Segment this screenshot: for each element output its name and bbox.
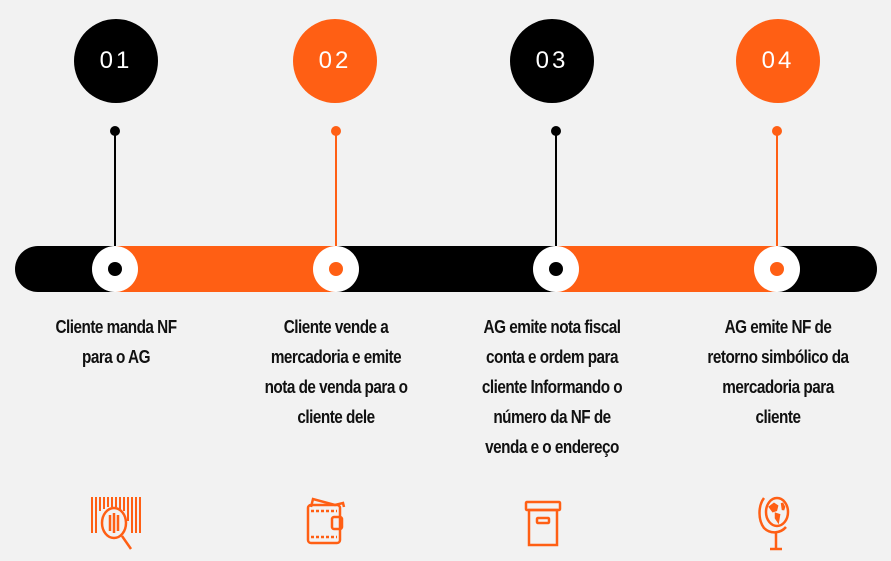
connector-dot (331, 126, 341, 136)
timeline-segment (556, 246, 777, 292)
timeline-bar (15, 246, 877, 292)
barcode-search-icon (86, 495, 146, 551)
step-description: Cliente manda NF para o AG (55, 317, 177, 367)
connector-line (335, 131, 337, 269)
connector-line (555, 131, 557, 269)
step-number-badge: 02 (293, 19, 377, 103)
step-number-badge: 04 (736, 19, 820, 103)
connector-dot (110, 126, 120, 136)
step-description: Cliente vende a mercadoria e emite nota … (264, 317, 408, 427)
timeline-marker (313, 246, 359, 292)
connector-line (114, 131, 116, 269)
globe-icon (752, 495, 812, 551)
wallet-icon (305, 495, 365, 551)
connector-dot (772, 126, 782, 136)
step-description: AG emite NF de retorno simbólico da merc… (707, 317, 849, 427)
timeline-marker (533, 246, 579, 292)
archive-box-icon (521, 495, 581, 551)
step-description: AG emite nota fiscal conta e ordem para … (481, 317, 623, 457)
connector-line (776, 131, 778, 269)
connector-dot (551, 126, 561, 136)
timeline-marker (754, 246, 800, 292)
timeline-segment (115, 246, 336, 292)
step-number-badge: 01 (74, 19, 158, 103)
timeline-marker (92, 246, 138, 292)
step-number-badge: 03 (510, 19, 594, 103)
